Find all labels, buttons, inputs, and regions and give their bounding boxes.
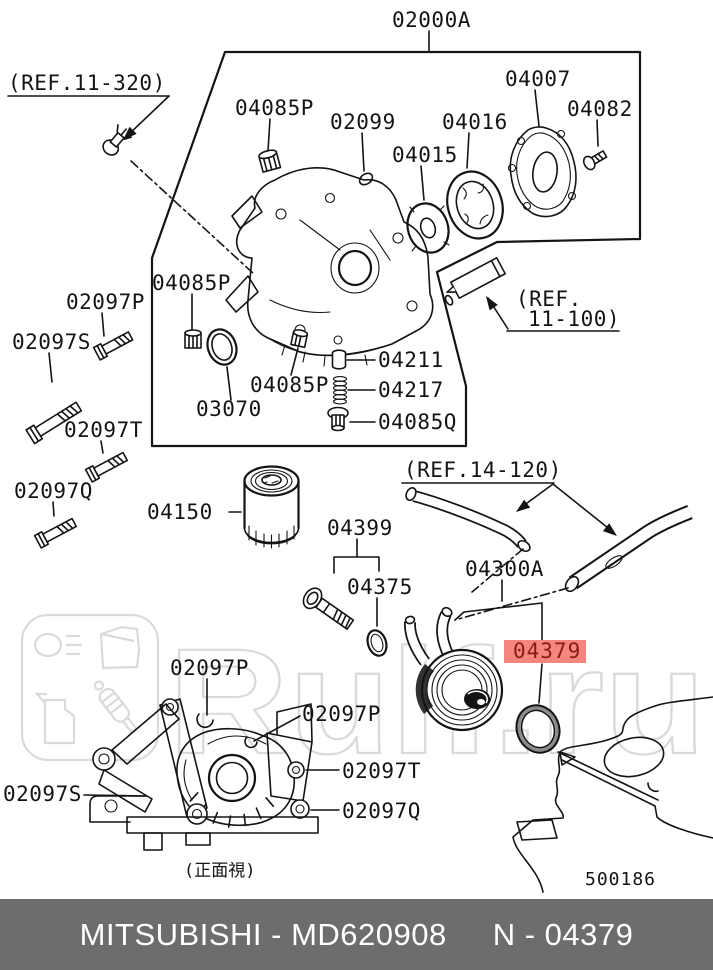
part-label-04016: 04016 — [442, 110, 508, 134]
ref-label-11-100-line2: 11-100) — [528, 307, 620, 331]
part-label-02000A: 02000A — [392, 8, 471, 32]
bolt-02097P — [92, 331, 134, 361]
ref-label-11-320: (REF.11-320) — [8, 71, 166, 95]
hose-b — [564, 505, 693, 593]
outer-rotor-04016 — [446, 170, 504, 240]
union-bolt — [302, 587, 355, 630]
part-label-02097Q-left: 02097Q — [14, 479, 93, 503]
part-label-04375: 04375 — [347, 575, 413, 599]
part-label-02097S-bottom: 02097S — [3, 782, 82, 806]
spring-04217 — [332, 376, 348, 405]
dash-leader — [130, 160, 255, 275]
footer-part-number: N - 04379 — [492, 916, 634, 952]
part-label-02097S-left: 02097S — [12, 330, 91, 354]
oil-filter-04150: 04150 — [147, 465, 300, 549]
watermark-headlight-icon — [33, 632, 82, 658]
watermark-shock-absorber-icon — [93, 680, 138, 734]
plug-04085P-left — [184, 329, 202, 349]
part-label-04085Q: 04085Q — [378, 410, 457, 434]
part-label-04007: 04007 — [505, 67, 571, 91]
bolt-04082 — [582, 150, 608, 171]
oring-04379 — [515, 704, 561, 754]
bolt-02097Q — [33, 517, 78, 549]
part-label-02097P-bottom2: 02097P — [302, 702, 381, 726]
part-label-04082: 04082 — [567, 97, 633, 121]
part-label-02097P-left: 02097P — [66, 290, 145, 314]
front-view-assembly — [89, 698, 319, 851]
ref-label-14-120: (REF.14-120) — [404, 458, 562, 482]
part-label-04085P-top: 04085P — [235, 96, 314, 120]
part-label-04150: 04150 — [147, 500, 213, 524]
footer-brand-part: MITSUBISHI - MD620908 — [79, 916, 447, 952]
cooler-coil — [415, 648, 504, 732]
part-label-04399: 04399 — [327, 516, 393, 540]
watermark-oil-can-icon — [34, 692, 76, 745]
oil-pump-housing — [225, 167, 434, 368]
ref-11-100: (REF. 11-100) — [444, 257, 620, 332]
bolt-02097T — [84, 451, 129, 483]
watermark-car-door-icon — [99, 625, 141, 670]
plug-04085Q — [327, 406, 349, 432]
part-label-03070: 03070 — [196, 397, 262, 421]
assembly-box-outline — [150, 50, 642, 448]
part-label-04300A: 04300A — [465, 557, 544, 581]
plug-04085P-top — [258, 149, 282, 173]
ref-11-320: (REF.11-320) — [7, 71, 255, 275]
footer-bar: MITSUBISHI - MD620908 N - 04379 — [0, 899, 713, 970]
part-label-04085P-center: 04085P — [250, 373, 329, 397]
gasket-04007 — [507, 126, 577, 218]
oring-02099 — [358, 172, 374, 186]
engine-block-outline — [512, 696, 713, 893]
plug-04085P-center: 04085P — [250, 329, 329, 397]
hose-a — [405, 487, 531, 553]
union-bolt-group: 04399 04375 — [302, 516, 413, 657]
bolt-02097S — [25, 401, 83, 445]
ref-14-120: (REF.14-120) — [401, 458, 693, 621]
part-label-04379[interactable]: 04379 — [513, 639, 581, 663]
assembly-box: 02000A — [150, 8, 642, 448]
view-caption: (正面視) — [184, 861, 255, 881]
watermark-logo-box — [20, 613, 160, 762]
sealant-tube — [444, 257, 506, 306]
seal-03070: 03070 — [196, 328, 262, 421]
oil-cooler-04300A: 04300A — [403, 557, 544, 732]
part-label-04211: 04211 — [378, 348, 444, 372]
part-label-04217: 04217 — [378, 378, 444, 402]
inner-rotor-04015 — [406, 202, 450, 254]
part-label-04085P-left: 04085P — [152, 271, 231, 295]
small-screw — [102, 124, 132, 156]
figure-stamp: 500186 — [585, 869, 656, 890]
relief-valve-parts: 04211 04217 04085Q — [327, 348, 457, 434]
arrowhead — [123, 126, 137, 140]
part-label-02097T-bottom: 02097T — [342, 759, 421, 783]
part-label-02097P-bottom: 02097P — [170, 656, 249, 680]
valve-04211 — [331, 349, 347, 370]
diagram-canvas: Rulf.ru 02000A (REF.11-320) — [3, 8, 713, 893]
part-label-02097T-left: 02097T — [64, 418, 143, 442]
part-label-02099: 02099 — [330, 110, 396, 134]
highlight-box[interactable] — [504, 640, 586, 663]
part-label-04015: 04015 — [392, 143, 458, 167]
oring-04375 — [366, 629, 388, 657]
ref-label-11-100-line1: (REF. — [516, 287, 582, 311]
highlighted-part-04379[interactable]: 04379 — [504, 639, 586, 759]
left-bolt-group: 04085P 02097P 02097S 02097T 02097Q — [12, 271, 231, 549]
part-label-02097Q-bottom: 02097Q — [342, 799, 421, 823]
